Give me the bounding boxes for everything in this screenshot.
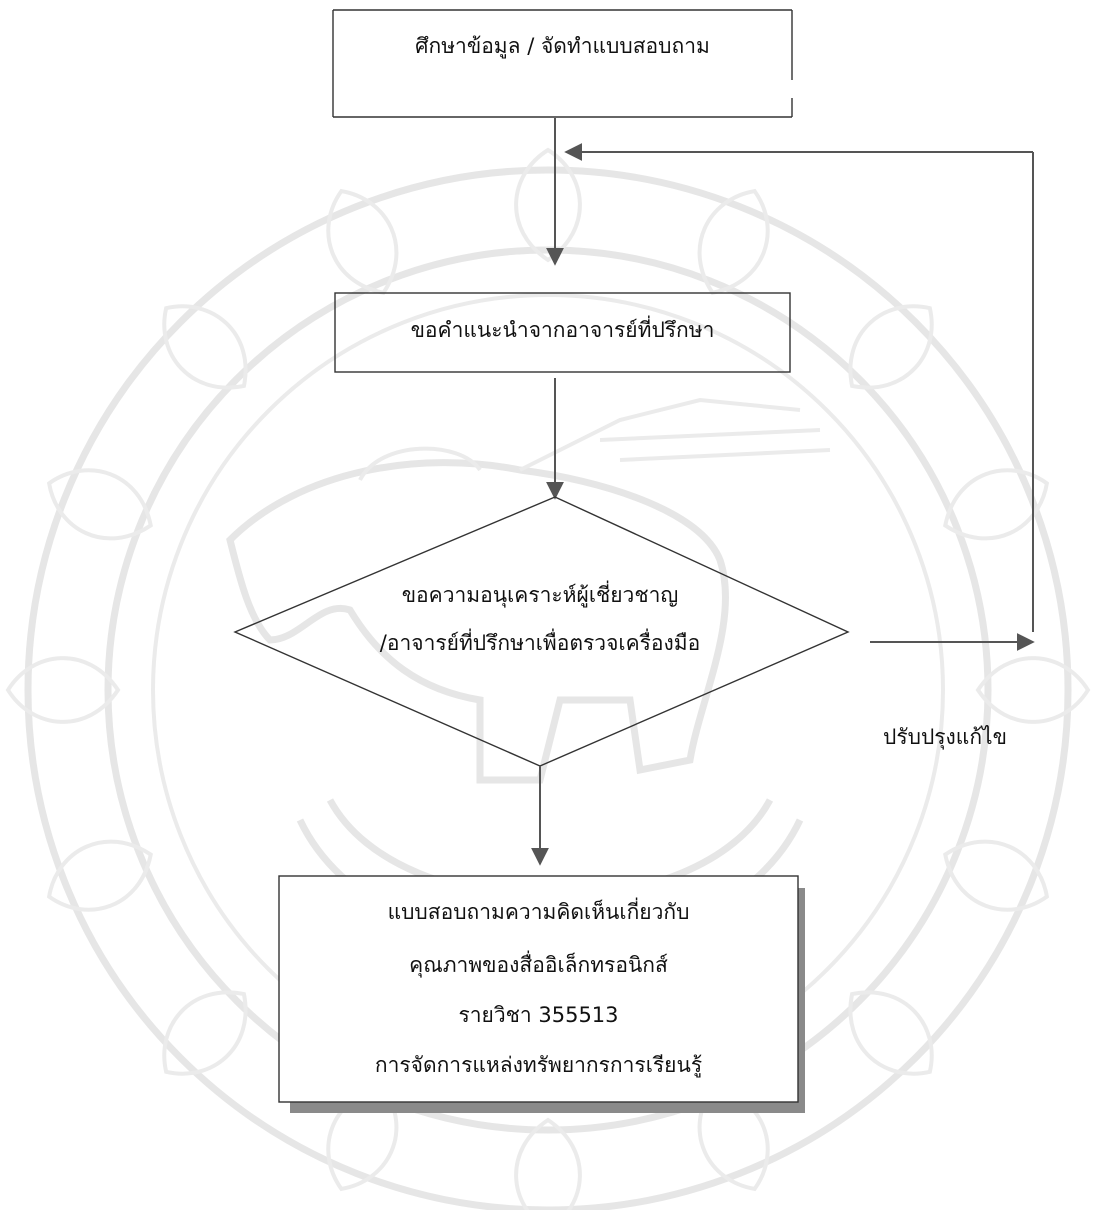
step1-box (333, 10, 792, 117)
result-label-line4: การจัดการแหล่งทรัพยากรการเรียนรู้ (282, 1055, 795, 1076)
decision-label-line2: /อาจารย์ที่ปรึกษาเพื่อตรวจเครื่องมือ (320, 633, 760, 654)
step1-label: ศึกษาข้อมูล / จัดทำแบบสอบถาม (335, 36, 790, 57)
result-label-line3: รายวิชา 355513 (282, 1005, 795, 1026)
result-label-line1: แบบสอบถามความคิดเห็นเกี่ยวกับ (282, 902, 795, 923)
decision-label-line1: ขอความอนุเคราะห์ผู้เชี่ยวชาญ (320, 585, 760, 606)
step2-label: ขอคำแนะนำจากอาจารย์ที่ปรึกษา (337, 320, 788, 341)
feedback-label: ปรับปรุงแก้ไข (855, 727, 1035, 748)
result-label-line2: คุณภาพของสื่ออิเล็กทรอนิกส์ (282, 955, 795, 976)
